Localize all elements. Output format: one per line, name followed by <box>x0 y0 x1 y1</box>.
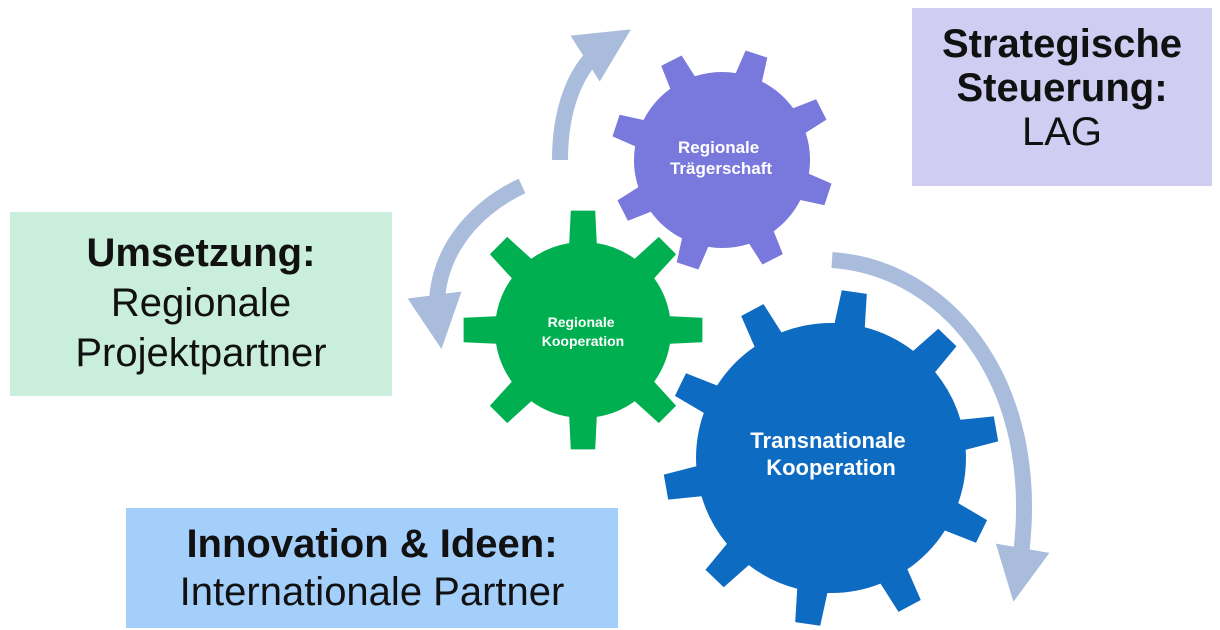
implementation-line-1: Regionale <box>110 281 292 325</box>
gear-transnationale-kooperation-icon <box>663 290 999 626</box>
innovation-line: Internationale Partner <box>179 570 565 614</box>
implementation-line-2: Projektpartner <box>75 331 327 375</box>
strategic-steering-title: Strategische <box>941 22 1183 66</box>
innovation-title: Innovation & Ideen: <box>186 522 558 566</box>
arrow-right-icon <box>831 252 1050 602</box>
arrow-top-left-icon <box>552 29 631 161</box>
arrow-left-icon <box>407 178 526 349</box>
strategic-steering-subtitle: Steuerung: <box>956 66 1168 110</box>
gear-regionale-kooperation-label: Regionale Kooperation <box>542 314 624 349</box>
strategic-steering-box: Strategische Steuerung: LAG <box>912 8 1212 186</box>
implementation-box: Umsetzung: Regionale Projektpartner <box>10 212 392 396</box>
strategic-steering-value: LAG <box>1021 110 1103 154</box>
gear-regionale-traegerschaft-icon <box>612 50 832 270</box>
gear-transnationale-kooperation-label: Transnationale Kooperation <box>750 428 911 480</box>
gear-regionale-kooperation-icon <box>463 210 703 450</box>
innovation-box: Innovation & Ideen: Internationale Partn… <box>126 508 618 628</box>
gear-regionale-traegerschaft-label: Regionale Trägerschaft <box>670 138 772 178</box>
implementation-title: Umsetzung: <box>86 231 316 275</box>
